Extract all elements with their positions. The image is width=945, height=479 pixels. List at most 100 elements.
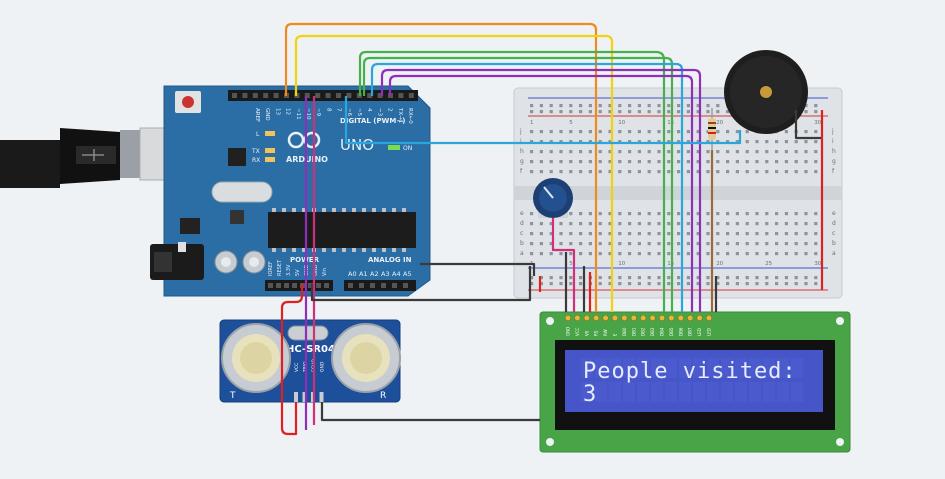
lcd-pin-label: V0 [584, 330, 589, 336]
digital-pin-label: 13 [274, 108, 280, 115]
row-letter: d [832, 220, 836, 227]
led-l [265, 131, 275, 136]
analog-pin-label: A5 [403, 270, 412, 278]
analog-header-label: ANALOG IN [368, 256, 412, 264]
analog-pin-header[interactable] [344, 280, 416, 291]
digital-pin-label: TX→1 [397, 107, 403, 123]
lcd-pin-label: DB7 [688, 327, 693, 336]
digital-pin-label: 2 [387, 108, 393, 112]
row-letter: h [520, 148, 524, 155]
column-number: 30 [814, 261, 821, 267]
row-letter: f [520, 168, 523, 175]
receiver-mark: R [380, 391, 386, 401]
digital-pin-label: ~10 [305, 108, 311, 120]
power-pin-label: Vin [322, 268, 328, 276]
lcd-pin-label: DB1 [631, 327, 636, 336]
arduino-uno-board[interactable]: ARDUINO UNO DIGITAL (PWM~) ANALOG IN POW… [150, 85, 431, 297]
sensor-crystal [287, 325, 329, 341]
wires [280, 22, 824, 436]
led-tx [265, 148, 275, 153]
wire-red-5v [280, 284, 304, 436]
wire-cyan [370, 62, 684, 312]
digital-pin-label: 7 [336, 108, 342, 112]
column-number: 30 [814, 120, 821, 126]
column-number: 20 [716, 261, 723, 267]
wire-green-2 [362, 56, 674, 312]
piezo-buzzer[interactable] [724, 50, 808, 134]
digital-pin-label: 8 [325, 108, 331, 112]
row-letter: j [831, 128, 834, 135]
digital-pin-label: ~3 [376, 108, 382, 117]
row-letter: f [832, 168, 835, 175]
power-pin-header[interactable] [265, 280, 333, 291]
column-number: 1 [530, 120, 534, 126]
led-rx [265, 157, 275, 162]
lcd-pin-label: DB5 [669, 327, 674, 336]
digital-pin-label: ~5 [356, 108, 362, 117]
column-number: 10 [618, 120, 625, 126]
digital-pin-label: GND [264, 108, 270, 121]
row-letter: d [520, 220, 524, 227]
digital-pin-label: ~11 [295, 108, 301, 120]
lcd-pin-label: LED [707, 328, 712, 336]
power-header-label: POWER [290, 256, 320, 264]
row-letter: i [520, 138, 522, 145]
lcd-pin-label: VCC [575, 327, 580, 336]
digital-pin-header[interactable] [228, 90, 418, 101]
led-rx-label: RX [252, 157, 260, 164]
column-number: 25 [765, 261, 772, 267]
row-letter: a [832, 250, 836, 257]
row-letter: c [520, 230, 523, 237]
lcd-pin-label: DB2 [641, 327, 646, 336]
transmitter-mark: T [229, 391, 236, 401]
digital-pin-label: RX←0 [407, 108, 413, 124]
analog-pin-label: A4 [392, 270, 401, 278]
power-pin-label: 3.3V [286, 264, 292, 276]
led-tx-label: TX [251, 148, 260, 155]
column-number: 20 [716, 120, 723, 126]
wire-cyan-buzzer [344, 96, 742, 145]
lcd-pin-label: E [613, 333, 618, 336]
wire-black-gnd [310, 266, 532, 302]
column-number: 5 [569, 120, 573, 126]
wire-black-analog [420, 262, 536, 276]
wire-orange [284, 22, 598, 312]
lcd-pin-label: LED [697, 328, 702, 336]
digital-pin-label: ~6 [346, 108, 352, 117]
transmitter [221, 323, 291, 393]
lcd-pin-label: DB4 [660, 327, 665, 336]
analog-pin-label: A2 [370, 270, 379, 278]
row-letter: e [832, 210, 836, 217]
power-pin-label: RESET [277, 259, 283, 276]
board-model-label: UNO [340, 136, 374, 154]
digital-pin-label: 12 [285, 108, 291, 115]
wire-yellow [294, 34, 614, 312]
lcd-pin-label: RS [594, 330, 599, 336]
row-letter: b [832, 240, 836, 247]
row-letter: e [520, 210, 524, 217]
digital-header-label: DIGITAL (PWM~) [340, 117, 405, 125]
column-number: 10 [618, 261, 625, 267]
row-letter: i [832, 138, 834, 145]
sensor-pin-label: VCC [294, 363, 300, 372]
digital-pin-label: ~9 [315, 108, 321, 117]
analog-pin-label: A3 [381, 270, 390, 278]
lcd-pin-label: DB6 [678, 327, 683, 336]
analog-pin-label: A0 [348, 270, 357, 278]
wire-purple-2 [380, 68, 702, 312]
row-letter: g [832, 158, 836, 165]
crystal-oscillator [211, 181, 273, 203]
lcd-pin-label: RW [603, 329, 608, 336]
power-led-label: ON [403, 145, 412, 152]
row-letter: g [520, 158, 524, 165]
led-l-label: L [256, 131, 260, 138]
wire-black-buzzer [794, 110, 822, 140]
wire-magenta-pot [551, 218, 576, 312]
lcd-line-1: People visited: [583, 359, 797, 384]
potentiometer[interactable] [533, 178, 573, 218]
lcd-pin-label: DB3 [650, 327, 655, 336]
